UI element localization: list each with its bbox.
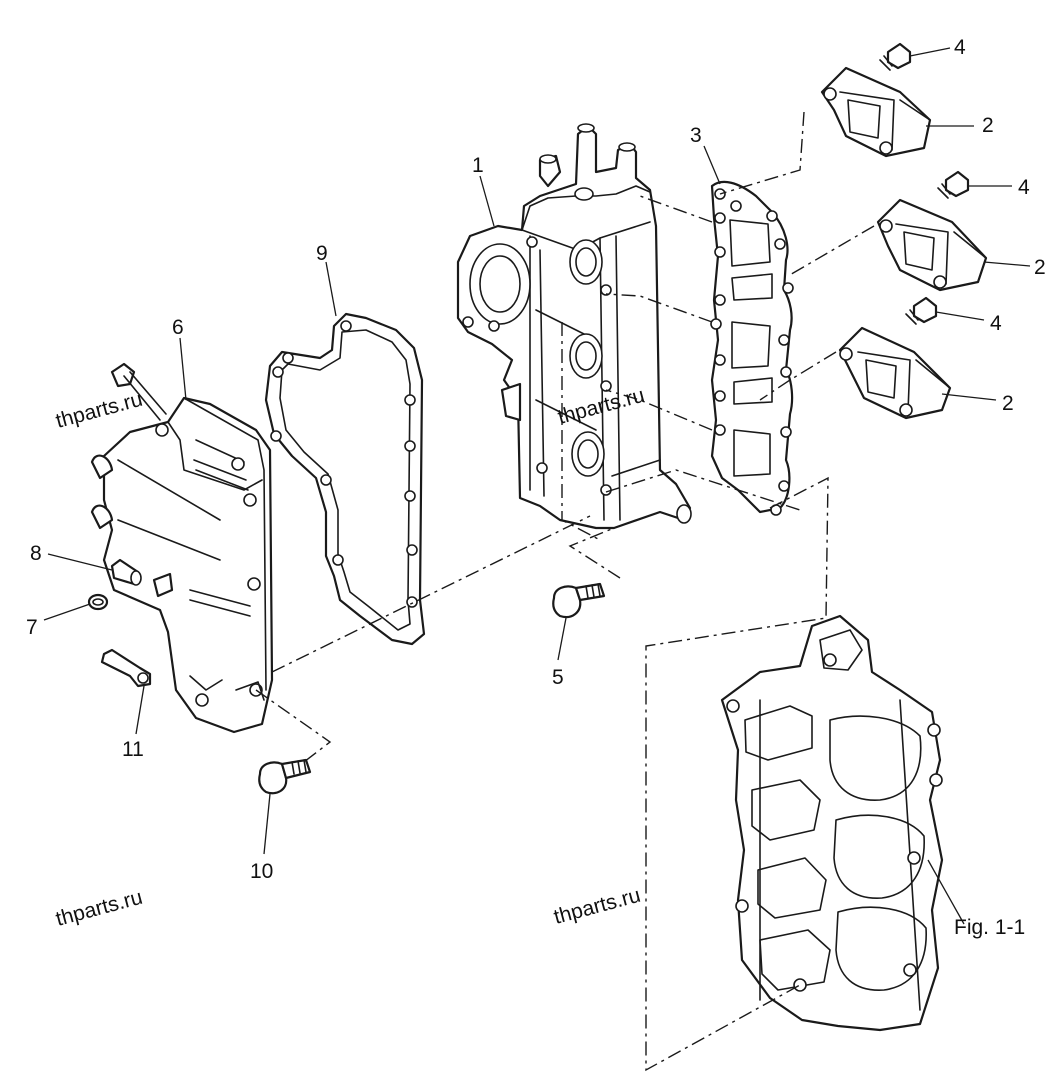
cylinder-head-part-1 <box>456 123 692 530</box>
callout-labels: 1 2 2 2 3 4 4 4 5 6 7 8 9 10 11 Fig. 1-1 <box>26 36 1046 939</box>
callout-8: 8 <box>30 542 42 565</box>
callout-4-top: 4 <box>954 36 966 59</box>
plug-part-8 <box>110 558 142 586</box>
reed-valve-part-2-bottom <box>838 326 952 420</box>
callout-4-middle: 4 <box>1018 176 1030 199</box>
callout-4-bottom: 4 <box>990 312 1002 335</box>
reed-valve-part-2-top <box>820 66 932 158</box>
cylinder-block-reference <box>720 614 944 1032</box>
callout-1: 1 <box>472 154 484 177</box>
callout-2-middle: 2 <box>1034 256 1046 279</box>
assembly-alignment-lines <box>255 111 875 1072</box>
watermark-1: thparts.ru <box>53 388 145 433</box>
anode-part-11 <box>100 648 152 688</box>
head-cover-part-6 <box>90 362 274 734</box>
reed-valve-part-2-middle <box>876 198 988 292</box>
callout-6: 6 <box>172 316 184 339</box>
screw-part-4-middle <box>937 170 970 199</box>
callout-2-top: 2 <box>982 114 994 137</box>
callout-10: 10 <box>250 860 273 883</box>
o-ring-part-7 <box>87 593 109 611</box>
figure-reference-label: Fig. 1-1 <box>954 916 1025 939</box>
bolt-part-5 <box>552 582 606 619</box>
leader-lines <box>43 47 1031 925</box>
watermark-4: thparts.ru <box>551 884 643 929</box>
screw-part-4-top <box>879 42 912 71</box>
callout-5: 5 <box>552 666 564 689</box>
callout-3: 3 <box>690 124 702 147</box>
callout-9: 9 <box>316 242 328 265</box>
screw-part-4-bottom <box>905 296 938 325</box>
callout-2-bottom: 2 <box>1002 392 1014 415</box>
intake-gasket-part-3 <box>710 180 794 516</box>
callout-7: 7 <box>26 616 38 639</box>
watermark-3: thparts.ru <box>53 886 145 931</box>
bolt-part-10 <box>258 758 312 795</box>
callout-11: 11 <box>122 738 144 761</box>
cover-gasket-part-9 <box>264 312 426 646</box>
